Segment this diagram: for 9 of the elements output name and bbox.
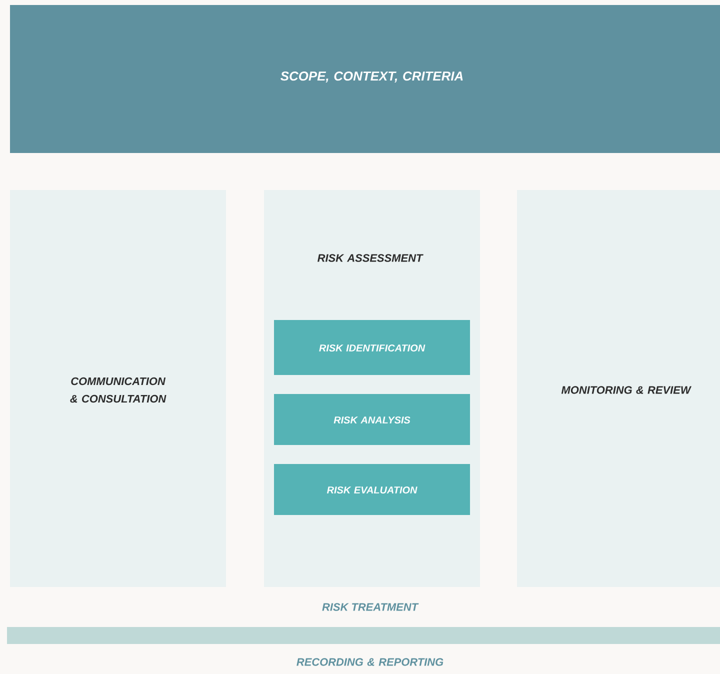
node-label: RECORDING & REPORTING [296, 658, 444, 666]
panel: COMMUNICATION & CONSULTATION [10, 190, 226, 587]
process-box: RISK IDENTIFICATION [274, 320, 470, 375]
process-box: RISK EVALUATION [274, 464, 470, 515]
process-box: RISK ANALYSIS [274, 394, 470, 445]
panel: MONITORING & REVIEW [517, 190, 720, 587]
scope-banner: SCOPE, CONTEXT, CRITERIA [10, 5, 720, 153]
section-label: RISK TREATMENT [322, 603, 419, 611]
bar: RECORDING & REPORTING [7, 627, 720, 666]
